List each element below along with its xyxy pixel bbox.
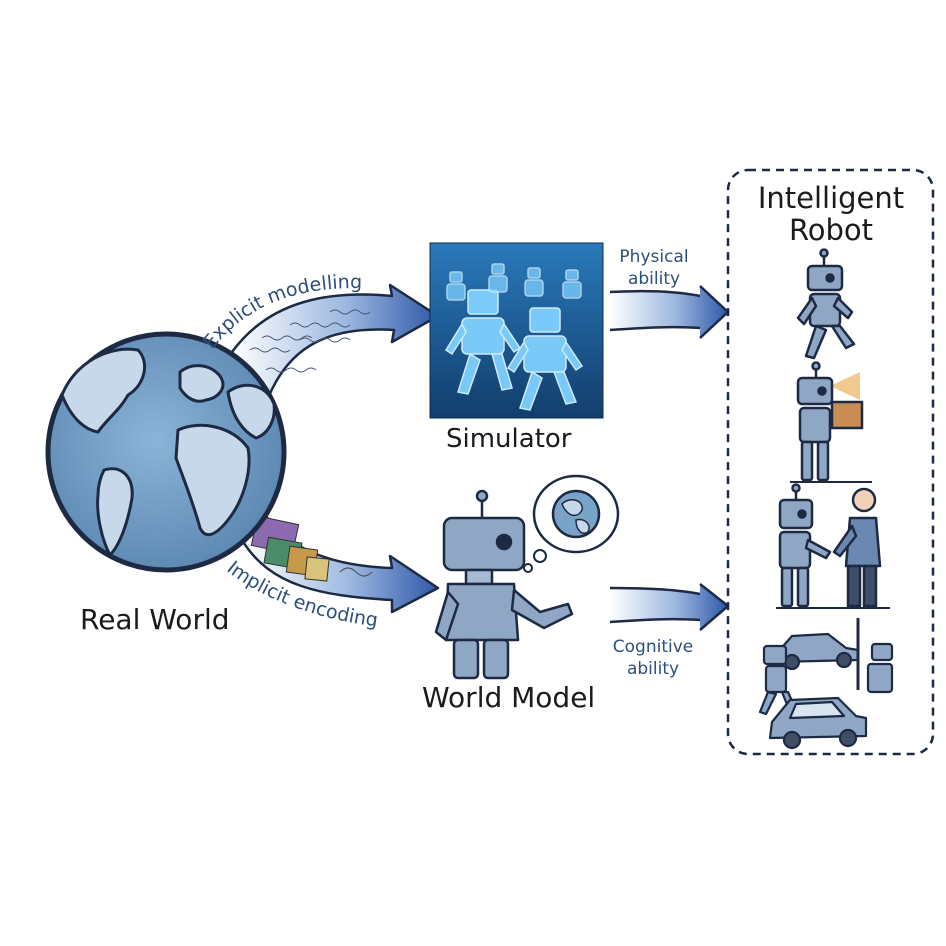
- cognitive-ability-arrow: [609, 583, 730, 631]
- globe-icon: [45, 331, 287, 573]
- implicit-encoding-arrow: [240, 508, 440, 614]
- world-model-robot: [434, 489, 574, 680]
- real-world-label: Real World: [80, 603, 230, 636]
- sensor-image-thumbnails: [250, 515, 373, 582]
- human-figure-icon: [832, 487, 882, 608]
- handshake-robot-icon: [776, 483, 890, 609]
- intelligent-robot-label: Intelligent Robot: [757, 181, 905, 247]
- cardboard-box-icon: [830, 400, 864, 430]
- factory-robots-icon: [758, 618, 894, 750]
- thought-bubble: [523, 474, 620, 573]
- physical-ability-label: Physical ability: [619, 247, 689, 289]
- equation-scribbles: [249, 309, 371, 373]
- cognitive-ability-label: Cognitive ability: [612, 637, 694, 679]
- intelligent-robot-box: [726, 168, 935, 756]
- physical-ability-arrow: [609, 285, 730, 339]
- simulator-label: Simulator: [446, 424, 572, 454]
- mini-globe-icon: [551, 489, 601, 539]
- simulated-robot-figures: [444, 263, 584, 411]
- simulator-panel: [429, 242, 604, 419]
- world-model-label: World Model: [422, 681, 596, 714]
- carrying-robot-icon: [790, 361, 872, 483]
- walking-robot-icon: [796, 248, 856, 360]
